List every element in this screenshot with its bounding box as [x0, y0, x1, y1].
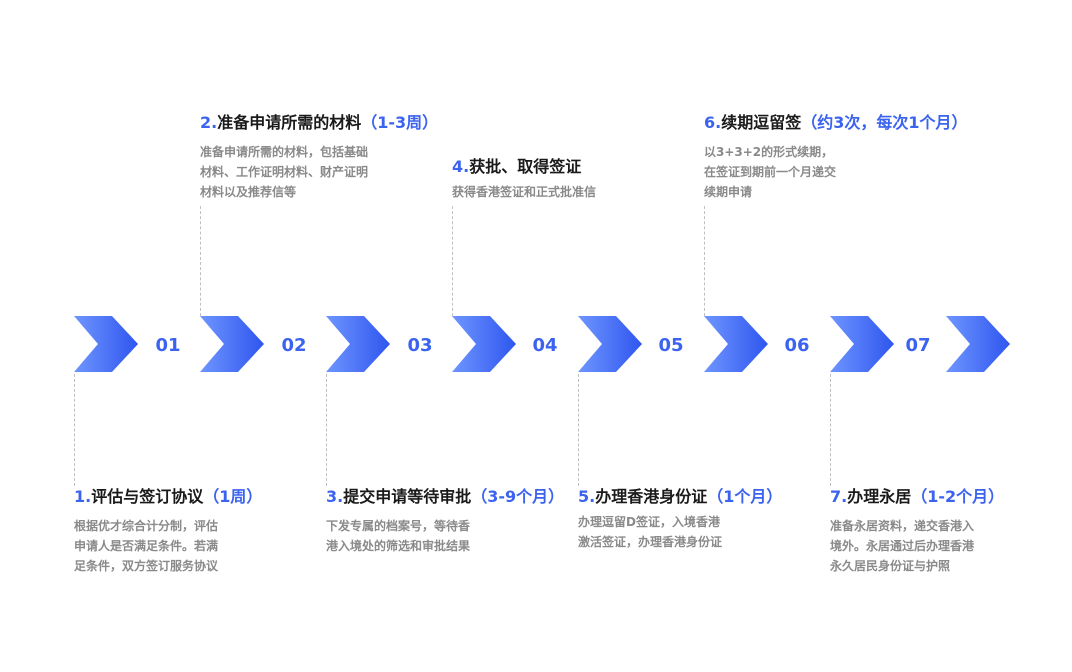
chevron-arrow-icon [704, 316, 768, 372]
step-description: 准备永居资料，递交香港入 境外。永居通过后办理香港 永久居民身份证与护照 [830, 519, 975, 573]
step-title: 3.提交申请等待审批（3-9个月） [326, 487, 565, 506]
chevron-arrow-icon [578, 316, 642, 372]
step-4: 4.获批、取得签证 获得香港签证和正式批准信 [452, 156, 596, 202]
step-7: 7.办理永居（1-2个月） 准备永居资料，递交香港入 境外。永居通过后办理香港 … [830, 486, 1004, 576]
connector-line [704, 206, 705, 316]
step-number: 02 [281, 335, 307, 356]
step-title: 7.办理永居（1-2个月） [830, 487, 1005, 506]
chevron-arrow-icon [830, 316, 894, 372]
step-description: 获得香港签证和正式批准信 [452, 185, 597, 199]
connector-line [200, 206, 201, 316]
chevron-arrow-icon [946, 316, 1010, 372]
chevron-arrow-icon [326, 316, 390, 372]
step-title: 5.办理香港身份证（1个月） [578, 487, 783, 506]
step-3: 3.提交申请等待审批（3-9个月） 下发专属的档案号，等待香 港入境处的筛选和审… [326, 486, 564, 556]
step-5: 5.办理香港身份证（1个月） 办理逗留D签证，入境香港 激活签证，办理香港身份证 [578, 486, 782, 552]
step-number: 04 [532, 335, 558, 356]
connector-line [452, 206, 453, 316]
chevron-arrow-icon [452, 316, 516, 372]
step-description: 办理逗留D签证，入境香港 激活签证，办理香港身份证 [578, 515, 723, 549]
step-description: 根据优才综合计分制，评估 申请人是否满足条件。若满 足条件，双方签订服务协议 [74, 519, 219, 573]
step-number: 03 [407, 335, 433, 356]
connector-line [578, 374, 579, 486]
connector-line [830, 374, 831, 486]
chevron-arrow-icon [200, 316, 264, 372]
step-description: 准备申请所需的材料，包括基础 材料、工作证明材料、财产证明 材料以及推荐信等 [200, 145, 369, 199]
step-number: 06 [784, 335, 810, 356]
step-description: 下发专属的档案号，等待香 港入境处的筛选和审批结果 [326, 519, 471, 553]
chevron-arrow-icon [74, 316, 138, 372]
step-description: 以3+3+2的形式续期， 在签证到期前一个月递交 续期申请 [704, 145, 837, 199]
step-title: 1.评估与签订协议（1周） [74, 487, 263, 506]
step-1: 1.评估与签订协议（1周） 根据优才综合计分制，评估 申请人是否满足条件。若满 … [74, 486, 262, 576]
step-number: 01 [155, 335, 181, 356]
connector-line [74, 374, 75, 486]
step-title: 2.准备申请所需的材料（1-3周） [200, 113, 439, 132]
step-6: 6.续期逗留签（约3次，每次1个月） 以3+3+2的形式续期， 在签证到期前一个… [704, 112, 968, 202]
step-2: 2.准备申请所需的材料（1-3周） 准备申请所需的材料，包括基础 材料、工作证明… [200, 112, 438, 202]
step-number: 07 [905, 335, 931, 356]
step-title: 6.续期逗留签（约3次，每次1个月） [704, 113, 968, 132]
connector-line [326, 374, 327, 486]
step-title: 4.获批、取得签证 [452, 157, 582, 176]
step-number: 05 [658, 335, 684, 356]
